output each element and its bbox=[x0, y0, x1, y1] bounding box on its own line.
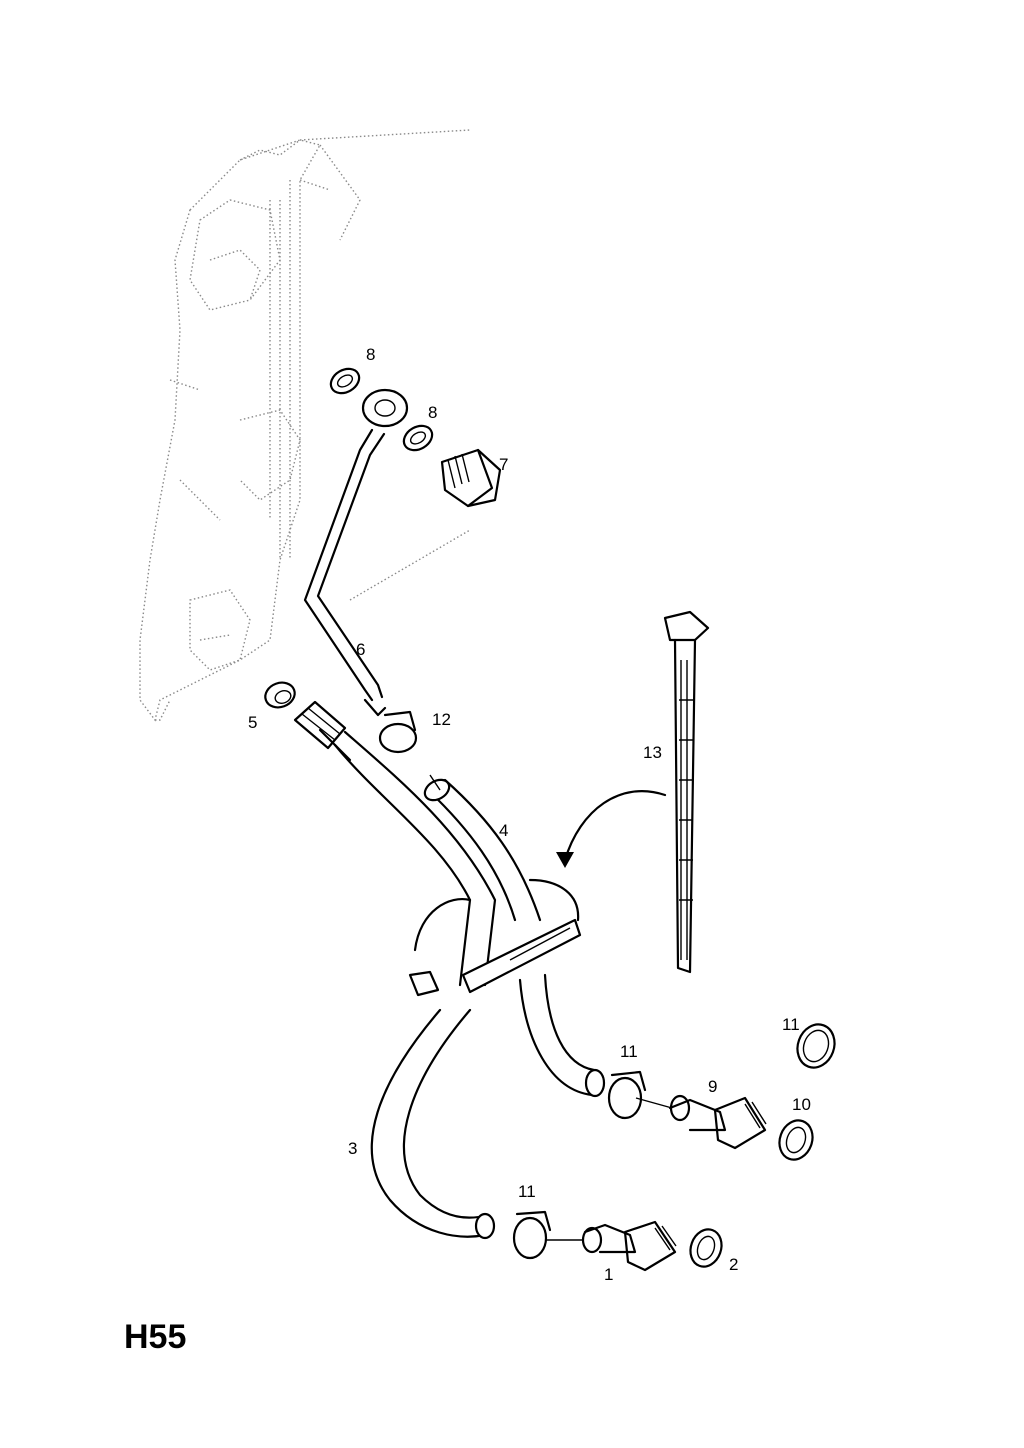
cable-tie-13 bbox=[663, 610, 710, 974]
callout-11-upper: 11 bbox=[620, 1042, 638, 1061]
washer-8-upper bbox=[329, 367, 361, 395]
callout-8-upper: 8 bbox=[366, 345, 375, 364]
hose-branch-right bbox=[518, 973, 606, 1098]
seal-ring-11-right bbox=[796, 1023, 836, 1069]
callout-5: 5 bbox=[248, 713, 257, 732]
arrow-cable-tie-to-band bbox=[556, 790, 667, 868]
clamp-12 bbox=[378, 710, 418, 754]
callout-12: 12 bbox=[432, 710, 451, 729]
callout-3: 3 bbox=[348, 1139, 357, 1158]
callout-8-lower: 8 bbox=[428, 403, 437, 422]
callout-10: 10 bbox=[792, 1095, 811, 1114]
leader-lines bbox=[429, 774, 673, 1241]
washer-2 bbox=[689, 1228, 723, 1268]
radiator-ghost-outline bbox=[139, 129, 471, 722]
callout-4: 4 bbox=[499, 821, 508, 840]
connector-1 bbox=[581, 1220, 677, 1272]
callout-1: 1 bbox=[604, 1265, 613, 1284]
pipe-6 bbox=[303, 388, 409, 717]
callout-2: 2 bbox=[729, 1255, 738, 1274]
callout-6: 6 bbox=[356, 640, 365, 659]
callout-7: 7 bbox=[499, 455, 508, 474]
washer-10 bbox=[778, 1119, 814, 1161]
ring-5 bbox=[264, 681, 296, 709]
clamp-11-lower bbox=[512, 1210, 552, 1260]
connector-9 bbox=[668, 1094, 767, 1150]
banjo-bolt-7 bbox=[440, 448, 502, 508]
hose-4 bbox=[333, 730, 542, 987]
callout-9: 9 bbox=[708, 1077, 717, 1096]
washer-8-lower bbox=[402, 424, 434, 452]
callout-11-right: 11 bbox=[782, 1015, 800, 1034]
diagram-code: H55 bbox=[124, 1318, 187, 1356]
callout-13: 13 bbox=[643, 743, 662, 762]
clamp-11-upper bbox=[607, 1070, 647, 1120]
callout-11-lower: 11 bbox=[518, 1182, 536, 1201]
hose-3 bbox=[370, 1008, 496, 1240]
hose-band-clip bbox=[408, 878, 582, 997]
